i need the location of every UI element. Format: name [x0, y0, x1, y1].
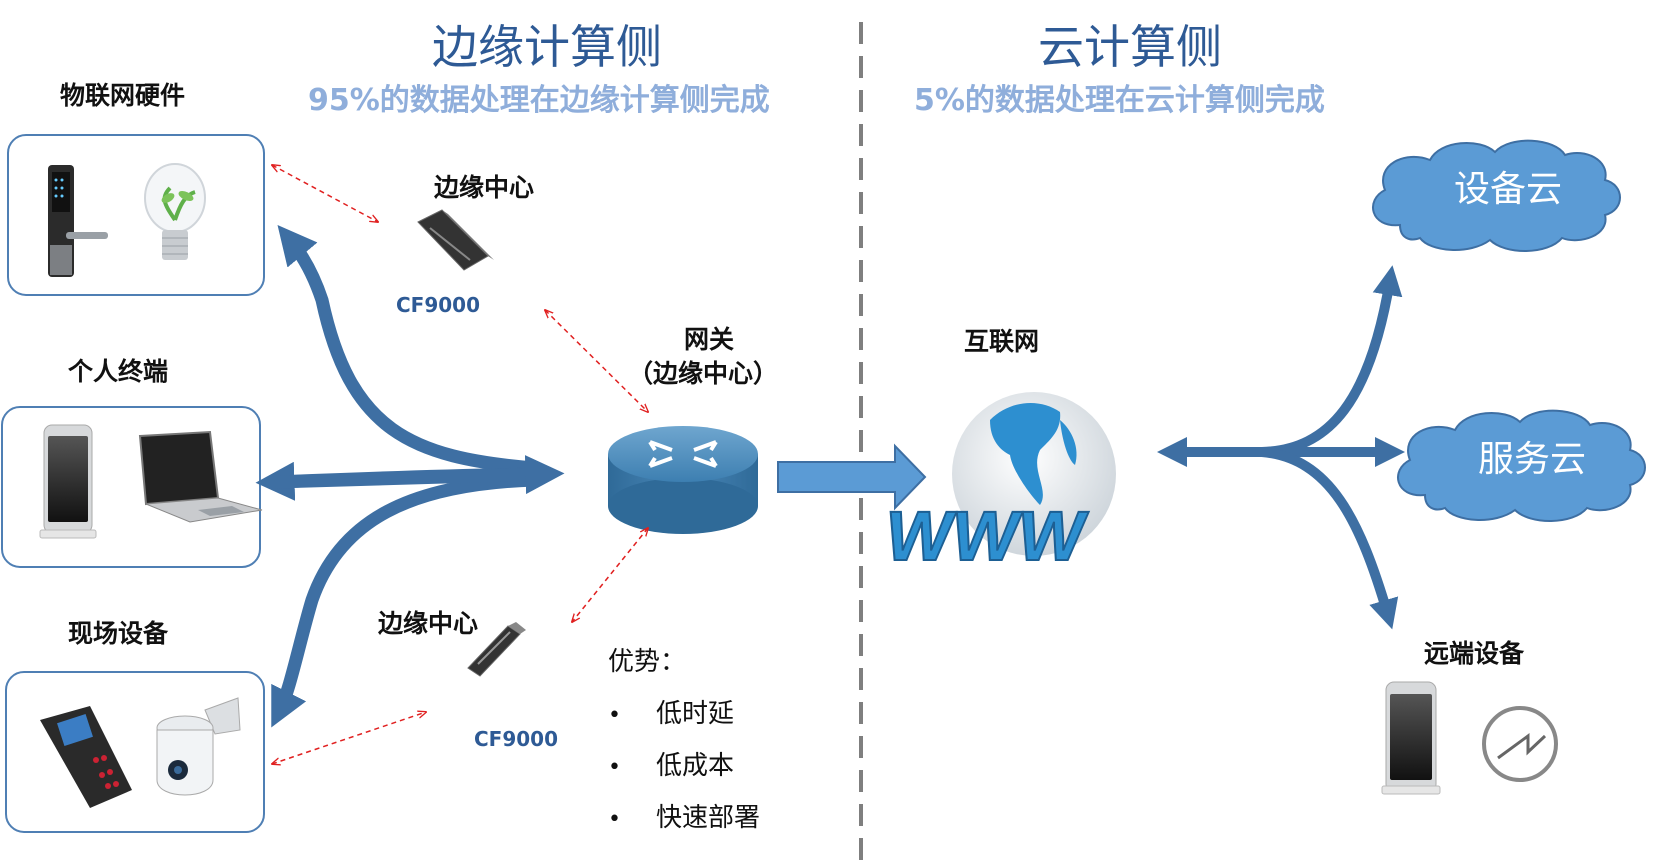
iot-hardware-box	[7, 134, 265, 296]
edge-center-top-label: 边缘中心	[434, 173, 535, 202]
device-cloud-shape	[1372, 139, 1621, 252]
dome-camera-icon	[156, 697, 241, 796]
advantage-item: 快速部署	[656, 803, 761, 833]
iot-hardware-label: 物联网硬件	[60, 81, 186, 110]
service-cloud-shape	[1397, 409, 1646, 522]
edge-center-links	[272, 165, 648, 764]
device-cloud-label: 设备云	[1454, 169, 1563, 210]
www-text: WWW	[880, 496, 1092, 574]
personal-terminal-label: 个人终端	[68, 357, 169, 386]
advantage-bullet: •	[608, 807, 621, 832]
laptop-icon	[138, 430, 263, 523]
edge-center-top-model: CF9000	[396, 293, 481, 317]
pos-terminal-icon	[40, 706, 132, 808]
internet-to-cloud-arrows	[1157, 265, 1405, 630]
gateway-to-internet-arrow	[777, 443, 927, 511]
advantage-item: 低成本	[656, 751, 735, 781]
advantage-bullet: •	[608, 755, 621, 780]
field-device-box	[5, 671, 265, 833]
service-cloud-label: 服务云	[1478, 439, 1587, 480]
edge-server-bottom-icon	[467, 622, 526, 677]
internet-globe-icon: WWW	[879, 392, 1116, 576]
remote-device-label: 远端设备	[1424, 639, 1525, 668]
internet-label: 互联网	[964, 327, 1040, 356]
advantages-title: 优势：	[608, 647, 687, 677]
advantage-item: 低时延	[656, 699, 735, 729]
cloud-section-title: 云计算侧	[1038, 20, 1222, 74]
smart-lock-icon	[48, 165, 108, 277]
light-bulb-icon	[144, 163, 206, 260]
edge-center-bottom-model: CF9000	[474, 727, 559, 751]
smartphone-icon	[39, 424, 97, 539]
edge-center-bottom-label: 边缘中心	[378, 609, 479, 638]
advantage-bullet: •	[608, 703, 621, 728]
gateway-label: 网关	[684, 325, 735, 354]
cloud-section-subtitle: 5%的数据处理在云计算侧完成	[914, 83, 1325, 118]
remote-phone-icon	[1381, 681, 1441, 795]
field-device-label: 现场设备	[68, 619, 169, 648]
edge-server-top-icon	[417, 209, 494, 271]
gateway-to-devices-arrows	[255, 225, 565, 728]
edge-section-title: 边缘计算侧	[432, 20, 662, 74]
personal-terminal-box	[1, 406, 261, 568]
gateway-router-icon	[608, 426, 758, 534]
edge-section-subtitle: 95%的数据处理在边缘计算侧完成	[308, 83, 770, 118]
gateway-sublabel: （边缘中心）	[628, 359, 779, 388]
remote-meter-icon	[1482, 706, 1558, 782]
